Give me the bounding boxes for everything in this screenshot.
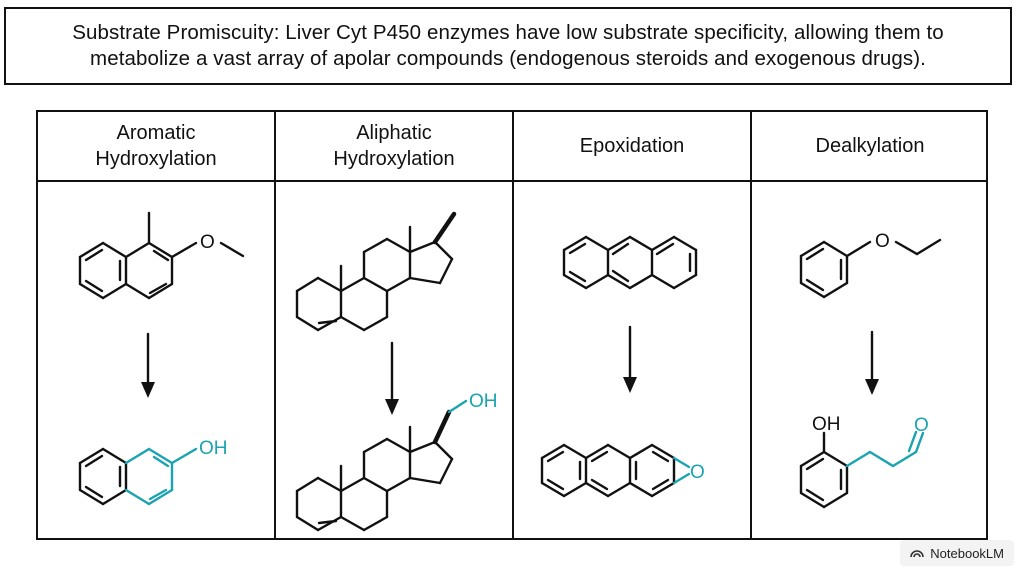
header-divider bbox=[38, 180, 986, 182]
header-epoxidation: Epoxidation bbox=[579, 135, 685, 157]
header-aromatic-hydroxylation: Aromatic Hydroxylation bbox=[95, 122, 217, 170]
column-divider bbox=[512, 112, 514, 538]
reaction-arrow bbox=[865, 330, 879, 395]
column-divider bbox=[274, 112, 276, 538]
badge-label: NotebookLM bbox=[930, 545, 1004, 561]
notebooklm-badge[interactable]: NotebookLM bbox=[900, 540, 1014, 566]
aromatic-substrate-2-methoxy-1-methylnaphthalene bbox=[78, 211, 245, 300]
epoxidation-substrate-anthracene bbox=[562, 235, 698, 290]
atom-label-oh: OH bbox=[199, 438, 228, 459]
reaction-table: Aromatic Hydroxylation Aliphatic Hydroxy… bbox=[36, 110, 988, 540]
atom-label-oh: OH bbox=[469, 391, 498, 412]
reaction-arrow bbox=[141, 332, 155, 398]
dealkylation-product-phenol-aldehyde bbox=[799, 430, 925, 509]
atom-label-o: O bbox=[690, 462, 705, 483]
summary-text: Substrate Promiscuity: Liver Cyt P450 en… bbox=[72, 21, 944, 70]
summary-box: Substrate Promiscuity: Liver Cyt P450 en… bbox=[4, 7, 1012, 85]
aromatic-product-2-naphthol bbox=[78, 447, 198, 506]
dealkylation-substrate-phenetole bbox=[799, 238, 942, 299]
atom-label-oh: OH bbox=[812, 414, 841, 435]
atom-label-o: O bbox=[875, 231, 890, 252]
notebooklm-icon bbox=[910, 550, 925, 558]
reaction-arrow bbox=[385, 341, 399, 415]
reaction-arrow bbox=[623, 325, 637, 393]
atom-label-o: O bbox=[914, 415, 929, 436]
header-aliphatic-hydroxylation: Aliphatic Hydroxylation bbox=[333, 122, 455, 170]
column-divider bbox=[750, 112, 752, 538]
aliphatic-substrate-steroid bbox=[295, 211, 457, 332]
atom-label-o: O bbox=[200, 232, 215, 253]
epoxidation-product-anthracene-epoxide bbox=[540, 443, 691, 498]
aliphatic-product-hydroxylated-steroid bbox=[295, 399, 468, 532]
header-dealkylation: Dealkylation bbox=[815, 135, 925, 157]
